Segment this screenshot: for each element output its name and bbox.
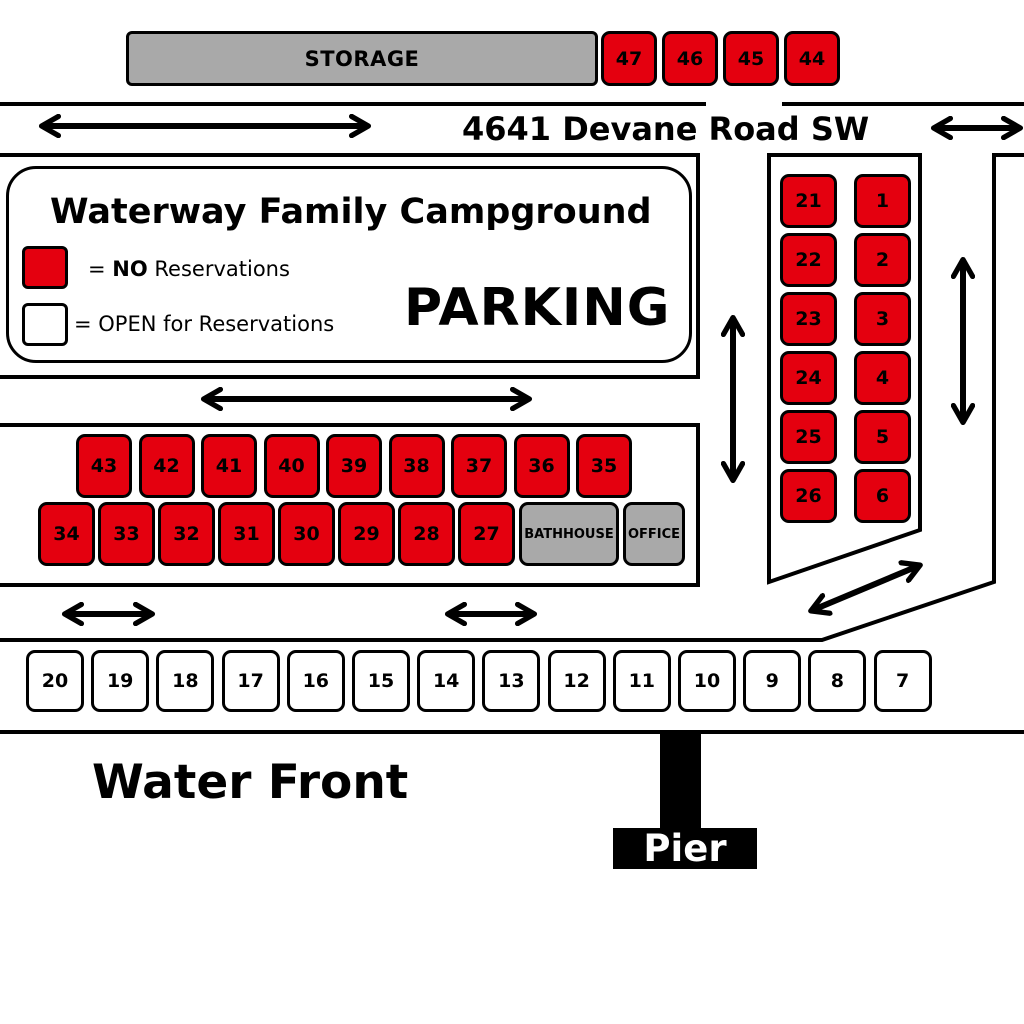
site-32[interactable]: 32	[158, 502, 215, 566]
legend-no-text: NO	[112, 257, 148, 281]
site-26[interactable]: 26	[780, 469, 837, 523]
site-23[interactable]: 23	[780, 292, 837, 346]
pier-walkway	[660, 734, 701, 830]
site-10[interactable]: 10	[678, 650, 736, 712]
site-11[interactable]: 11	[612, 650, 671, 712]
site-29[interactable]: 29	[338, 502, 395, 566]
site-40[interactable]: 40	[263, 434, 320, 498]
parking-block-outline	[0, 153, 700, 379]
pier-label: Pier	[643, 827, 727, 870]
legend-red-swatch	[22, 246, 68, 289]
site-36[interactable]: 36	[513, 434, 570, 498]
site-33[interactable]: 33	[98, 502, 155, 566]
site-1[interactable]: 1	[854, 174, 911, 228]
road-address: 4641 Devane Road SW	[462, 110, 870, 148]
site-13[interactable]: 13	[482, 650, 541, 712]
site-24[interactable]: 24	[780, 351, 837, 405]
site-3[interactable]: 3	[854, 292, 911, 346]
site-31[interactable]: 31	[218, 502, 275, 566]
middle-block-outline	[0, 423, 700, 587]
site-43[interactable]: 43	[76, 434, 132, 498]
site-28[interactable]: 28	[398, 502, 455, 566]
legend-open-reservations: = OPEN for Reservations	[74, 312, 335, 336]
site-17[interactable]: 17	[221, 650, 280, 712]
site-8[interactable]: 8	[808, 650, 867, 712]
right-island-outline	[767, 153, 922, 585]
legend-no-reservations: = NO Reservations	[88, 257, 290, 281]
site-44[interactable]: 44	[784, 31, 840, 86]
site-14[interactable]: 14	[417, 650, 476, 712]
legend-open-swatch	[22, 303, 68, 346]
bathhouse: BATHHOUSE	[519, 502, 619, 566]
campground-title: Waterway Family Campground	[50, 192, 652, 232]
storage-building: STORAGE	[126, 31, 598, 86]
site-27[interactable]: 27	[458, 502, 515, 566]
right-road-edge	[0, 153, 1024, 642]
site-39[interactable]: 39	[326, 434, 382, 498]
legend-reservations-text: Reservations	[147, 257, 290, 281]
site-37[interactable]: 37	[451, 434, 507, 498]
site-9[interactable]: 9	[743, 650, 802, 712]
site-25[interactable]: 25	[780, 410, 837, 464]
site-35[interactable]: 35	[576, 434, 632, 498]
site-34[interactable]: 34	[38, 502, 95, 566]
site-22[interactable]: 22	[780, 233, 837, 287]
site-5[interactable]: 5	[854, 410, 911, 464]
site-7[interactable]: 7	[873, 650, 932, 712]
site-15[interactable]: 15	[352, 650, 410, 712]
traffic-arrow-diagonal	[813, 566, 918, 610]
pier: Pier	[613, 827, 757, 870]
site-4[interactable]: 4	[854, 351, 911, 405]
site-46[interactable]: 46	[662, 31, 718, 86]
site-38[interactable]: 38	[388, 434, 445, 498]
legend-equals: =	[88, 257, 113, 281]
site-30[interactable]: 30	[278, 502, 335, 566]
parking-label: PARKING	[404, 278, 671, 338]
site-42[interactable]: 42	[138, 434, 195, 498]
site-41[interactable]: 41	[201, 434, 257, 498]
water-front-label: Water Front	[92, 755, 409, 810]
office: OFFICE	[623, 502, 685, 566]
site-16[interactable]: 16	[286, 650, 345, 712]
storage-label: STORAGE	[304, 46, 420, 71]
site-6[interactable]: 6	[854, 469, 911, 523]
site-19[interactable]: 19	[91, 650, 150, 712]
site-18[interactable]: 18	[156, 650, 215, 712]
site-12[interactable]: 12	[547, 650, 606, 712]
office-label: OFFICE	[627, 526, 681, 542]
site-45[interactable]: 45	[723, 31, 779, 86]
site-21[interactable]: 21	[780, 174, 837, 228]
site-2[interactable]: 2	[854, 233, 911, 287]
bathhouse-label: BATHHOUSE	[524, 526, 614, 542]
site-47[interactable]: 47	[601, 31, 657, 86]
legend-box	[6, 166, 692, 363]
site-20[interactable]: 20	[26, 650, 84, 712]
